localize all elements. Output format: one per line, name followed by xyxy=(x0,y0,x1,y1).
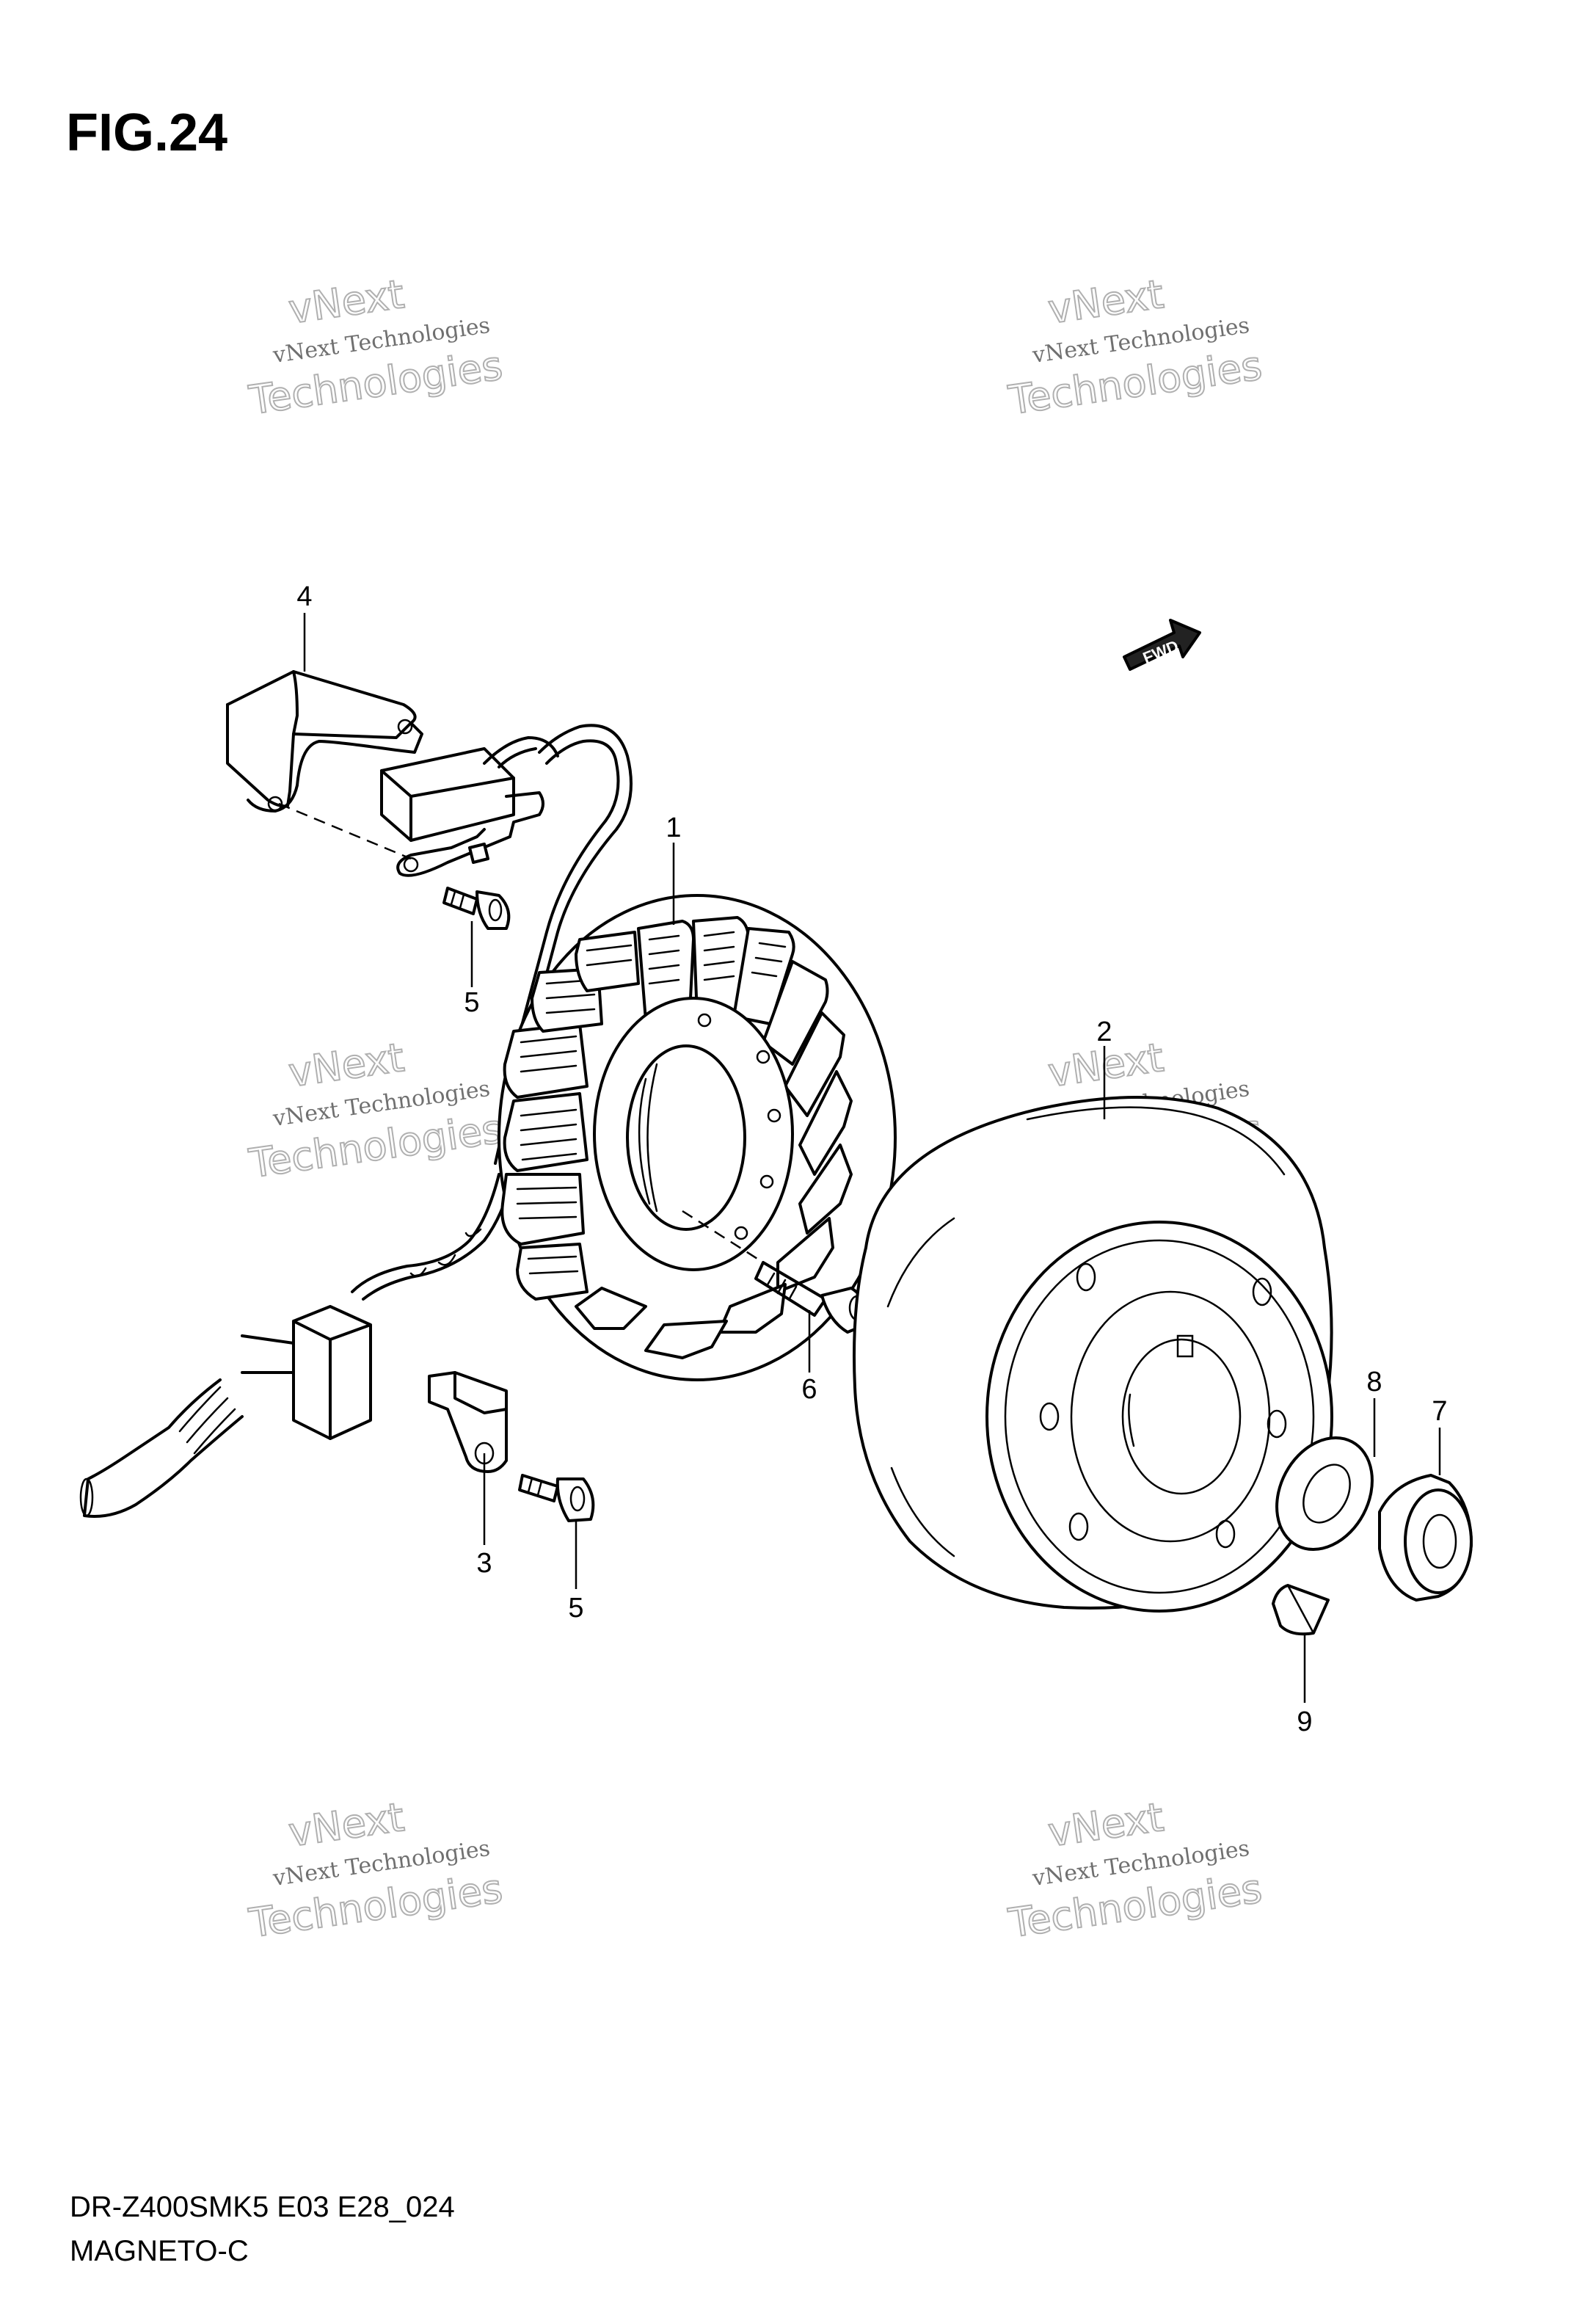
figure-title: FIG.24 xyxy=(66,103,227,162)
callout-5-upper: 5 xyxy=(464,987,479,1018)
callout-5-lower: 5 xyxy=(568,1593,583,1624)
part-2-rotor xyxy=(853,1096,1333,1613)
part-3-plate xyxy=(428,1371,508,1473)
part-8-washer xyxy=(1275,1436,1374,1552)
part-7-nut xyxy=(1378,1474,1473,1602)
watermark-vnext: vNext xyxy=(286,1034,407,1096)
stator-poles xyxy=(500,916,853,1359)
callout-1: 1 xyxy=(666,813,681,843)
watermark-vnext: vNext xyxy=(1046,1794,1167,1855)
part-9-key xyxy=(1272,1584,1330,1636)
part-1-stator xyxy=(498,894,897,1381)
watermark-vnext: vNext xyxy=(286,1794,407,1855)
diagram-code: DR-Z400SMK5 E03 E28_024 xyxy=(70,2191,455,2223)
watermark-vnext: vNext xyxy=(1046,271,1167,332)
callout-7: 7 xyxy=(1432,1396,1447,1427)
callout-4: 4 xyxy=(296,581,312,612)
callout-3: 3 xyxy=(476,1548,492,1579)
fwd-arrow-icon: FWD xyxy=(1123,619,1201,671)
watermark-vnext: vNext xyxy=(286,271,407,332)
callout-8: 8 xyxy=(1366,1367,1382,1397)
callout-9: 9 xyxy=(1297,1706,1312,1737)
diagram-name: MAGNETO-C xyxy=(70,2235,249,2267)
callouts: 4 1 2 5 6 3 5 8 7 9 xyxy=(296,581,1447,1737)
leader-lines xyxy=(303,613,1441,1703)
callout-6: 6 xyxy=(801,1374,817,1405)
main-coupler xyxy=(79,1305,372,1518)
part-5-bolt-lower xyxy=(518,1474,595,1522)
part-4-bracket xyxy=(226,670,423,860)
part-4-coupler xyxy=(380,736,559,877)
part-5-bolt-upper xyxy=(442,887,511,930)
callout-2: 2 xyxy=(1096,1017,1112,1047)
